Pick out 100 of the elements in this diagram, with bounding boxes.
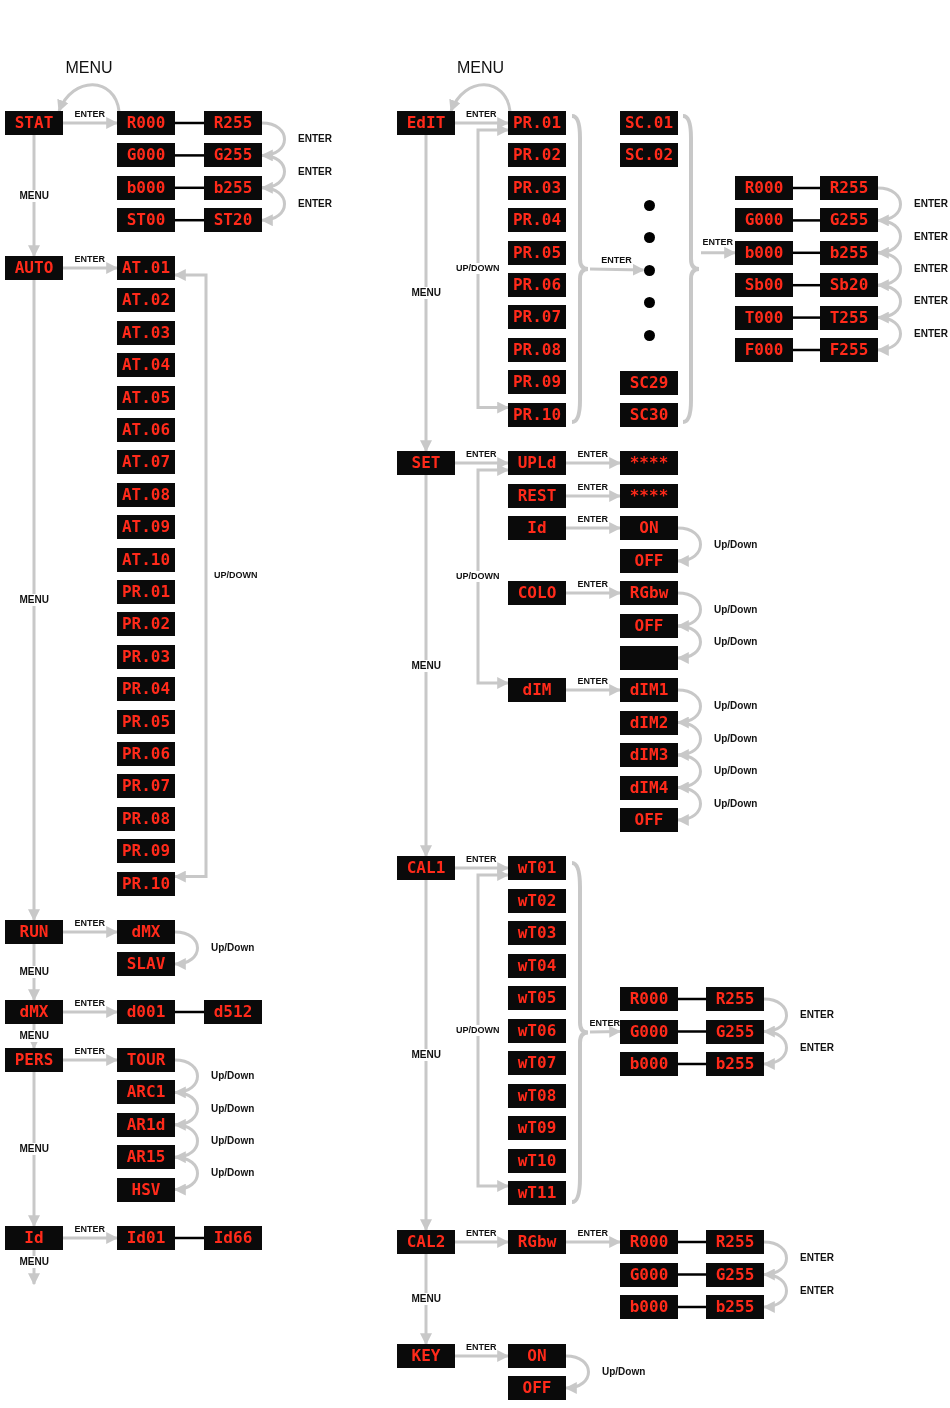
led-display: AR1d: [117, 1112, 175, 1137]
led-display: PR.09: [508, 370, 566, 395]
led-display: b255: [706, 1295, 764, 1319]
connector-line: [175, 121, 204, 125]
led-display: R000: [620, 987, 678, 1011]
edge-label: ENTER: [298, 134, 332, 145]
led-display: SC30: [620, 403, 678, 427]
led-display: Sb00: [735, 273, 793, 298]
edge-label: ENTER: [702, 238, 733, 248]
arrow: [63, 1006, 119, 1018]
edge-label: ENTER: [601, 255, 632, 265]
led-display: UPLd: [508, 451, 566, 475]
edge-label: Up/Down: [714, 539, 758, 550]
led-display: d512: [204, 1000, 262, 1024]
led-display: PR.05: [508, 240, 566, 265]
edge-label: UP/DOWN: [455, 571, 501, 582]
edge-label: Up/Down: [714, 733, 758, 744]
arrow: [28, 280, 40, 922]
led-display: AR15: [117, 1145, 175, 1170]
arrow: [28, 135, 40, 258]
led-display: wT01: [508, 856, 566, 880]
edge-label: ENTER: [74, 918, 105, 928]
arrow: [420, 135, 432, 453]
edge-label: MENU: [18, 1256, 50, 1268]
led-display: PR.01: [117, 580, 175, 604]
led-display: PR.10: [508, 402, 566, 427]
connector-line: [678, 1273, 706, 1276]
edge-label: MENU: [18, 594, 50, 606]
arrow: [476, 464, 510, 689]
connector-line: [175, 1010, 204, 1014]
edge-label: Up/Down: [211, 1071, 255, 1082]
edge-label: ENTER: [74, 1224, 105, 1234]
edge-label: MENU: [18, 1030, 50, 1042]
arrow: [28, 944, 40, 1002]
led-display: wT03: [508, 921, 566, 945]
led-display: PR.10: [117, 871, 175, 896]
led-display: ST20: [204, 208, 262, 233]
dot: [643, 264, 655, 276]
edge-label: ENTER: [577, 449, 608, 459]
connector-line: [678, 1030, 706, 1033]
led-display: wT04: [508, 953, 566, 978]
led-display: PR.06: [117, 742, 175, 766]
connector-line: [793, 186, 820, 190]
arrow: [63, 1054, 119, 1066]
led-display: G000: [620, 1262, 678, 1287]
edge-label: Up/Down: [714, 766, 758, 777]
led-display: AT.09: [117, 515, 175, 540]
edge-label: ENTER: [577, 482, 608, 492]
arrow: [63, 117, 119, 129]
led-display: AT.04: [117, 353, 175, 378]
connector-line: [793, 316, 820, 319]
led-display: AT.05: [117, 385, 175, 410]
led-display: ON: [508, 1344, 566, 1368]
edge-label: ENTER: [466, 854, 497, 864]
edge-label: MENU: [18, 1143, 50, 1155]
led-display: wT11: [508, 1181, 566, 1205]
led-display: PR.03: [508, 175, 566, 200]
led-display: Id: [5, 1226, 63, 1250]
led-display: Id: [508, 516, 566, 540]
arrow: [455, 1350, 510, 1362]
led-display: ****: [620, 451, 678, 475]
led-display: T000: [735, 305, 793, 330]
led-display: wT09: [508, 1116, 566, 1140]
connector-line: [175, 154, 204, 157]
led-display: b000: [620, 1295, 678, 1319]
led-display: G000: [735, 208, 793, 233]
led-display: dIM3: [620, 743, 678, 767]
connector-line: [678, 1305, 706, 1309]
led-display: G000: [117, 143, 175, 168]
edge-label: ENTER: [577, 676, 608, 686]
led-display: wT06: [508, 1018, 566, 1043]
connector-line: [793, 251, 820, 255]
led-display: T255: [820, 305, 878, 330]
edge-label: Up/Down: [211, 1103, 255, 1114]
arrow: [420, 1254, 432, 1346]
led-display: d001: [117, 1000, 175, 1024]
led-display: wT08: [508, 1083, 566, 1108]
arrow: [701, 246, 737, 259]
edge-label: ENTER: [800, 1010, 834, 1021]
led-display: R255: [820, 176, 878, 200]
led-display: R255: [706, 1230, 764, 1254]
arrow: [63, 262, 119, 274]
led-display: G255: [706, 1262, 764, 1287]
edge-label: ENTER: [74, 109, 105, 119]
led-display: OFF: [508, 1376, 566, 1400]
edge-label: ENTER: [914, 264, 948, 274]
led-display: CAL2: [397, 1230, 455, 1254]
connector-line: [678, 1062, 706, 1066]
led-display: REST: [508, 484, 566, 508]
edge-label: MENU: [410, 659, 442, 672]
led-display: ON: [620, 516, 678, 540]
edge-label: Up/Down: [714, 701, 758, 712]
led-display: AT.03: [117, 320, 175, 345]
arrow: [455, 862, 510, 874]
led-display: PR.02: [117, 612, 175, 637]
arrow: [420, 880, 432, 1232]
edge-label: ENTER: [74, 254, 105, 264]
edge-label: Up/Down: [211, 1168, 255, 1179]
led-display: SC.02: [620, 143, 678, 167]
led-display: PR.04: [508, 208, 566, 233]
